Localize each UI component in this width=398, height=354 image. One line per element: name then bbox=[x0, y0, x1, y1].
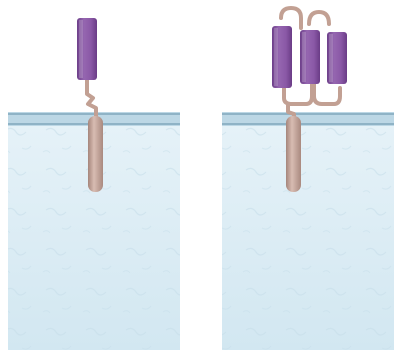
domain-sheen bbox=[329, 34, 333, 82]
cell-interior bbox=[222, 118, 394, 350]
domain-sheen bbox=[302, 32, 306, 82]
left-panel bbox=[8, 18, 180, 350]
domain-sheen bbox=[79, 20, 83, 78]
right-panel bbox=[222, 8, 394, 350]
transmembrane-stalk bbox=[286, 116, 301, 192]
cell-membrane bbox=[222, 112, 394, 126]
domain-sheen bbox=[274, 28, 278, 86]
transmembrane-stalk bbox=[88, 116, 103, 192]
